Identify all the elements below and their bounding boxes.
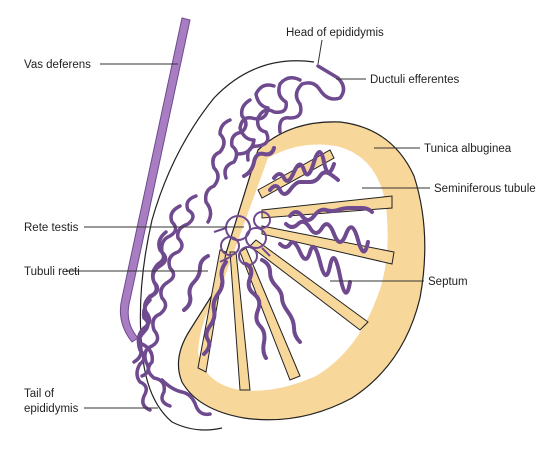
label-rete-testis: Rete testis xyxy=(24,222,79,234)
septa xyxy=(197,149,395,391)
label-tubuli-recti: Tubuli recti xyxy=(24,266,80,278)
ductuli-efferentes xyxy=(203,64,346,224)
label-vas-deferens: Vas deferens xyxy=(24,59,91,71)
leader-lines xyxy=(66,39,430,409)
label-tail-line-2: epididymis xyxy=(24,403,79,415)
rete-testis-network xyxy=(213,211,271,266)
label-septum: Septum xyxy=(428,276,468,288)
epididymis-duct xyxy=(132,194,212,417)
label-ductuli-efferentes: Ductuli efferentes xyxy=(370,74,460,86)
label-tunica-albuginea: Tunica albuginea xyxy=(424,143,512,155)
label-head-of-epididymis: Head of epididymis xyxy=(286,27,384,39)
epididymis-outline xyxy=(139,60,315,431)
label-seminiferous-tubule: Seminiferous tubule xyxy=(434,183,536,195)
seminiferous-tubules xyxy=(182,146,374,360)
label-tail-line-1: Tail of xyxy=(24,388,55,400)
